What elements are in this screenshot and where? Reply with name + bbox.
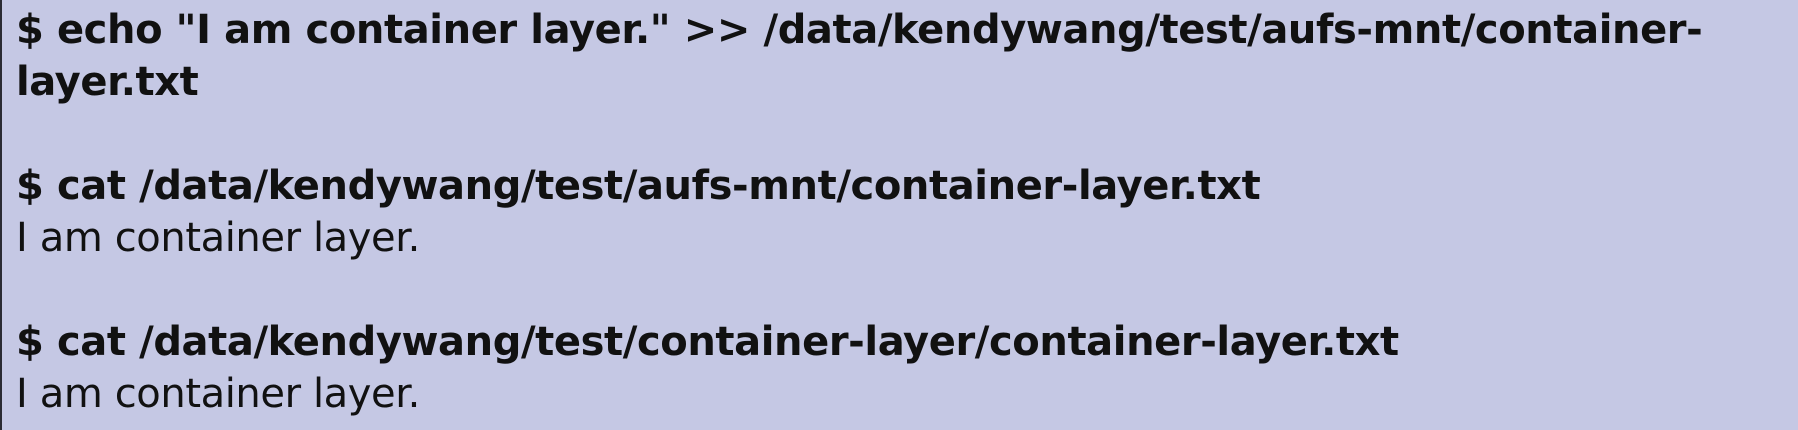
command-line-cat-container-layer: $ cat /data/kendywang/test/container-lay… — [16, 319, 1399, 365]
output-line-mnt: I am container layer. — [16, 215, 420, 261]
command-line-echo: $ echo "I am container layer." >> /data/… — [16, 7, 1703, 53]
command-line-echo-wrap: layer.txt — [16, 59, 199, 105]
output-line-container-layer: I am container layer. — [16, 371, 420, 417]
blank-line — [16, 108, 1798, 160]
blank-line — [16, 264, 1798, 316]
command-line-cat-mnt: $ cat /data/kendywang/test/aufs-mnt/cont… — [16, 163, 1261, 209]
